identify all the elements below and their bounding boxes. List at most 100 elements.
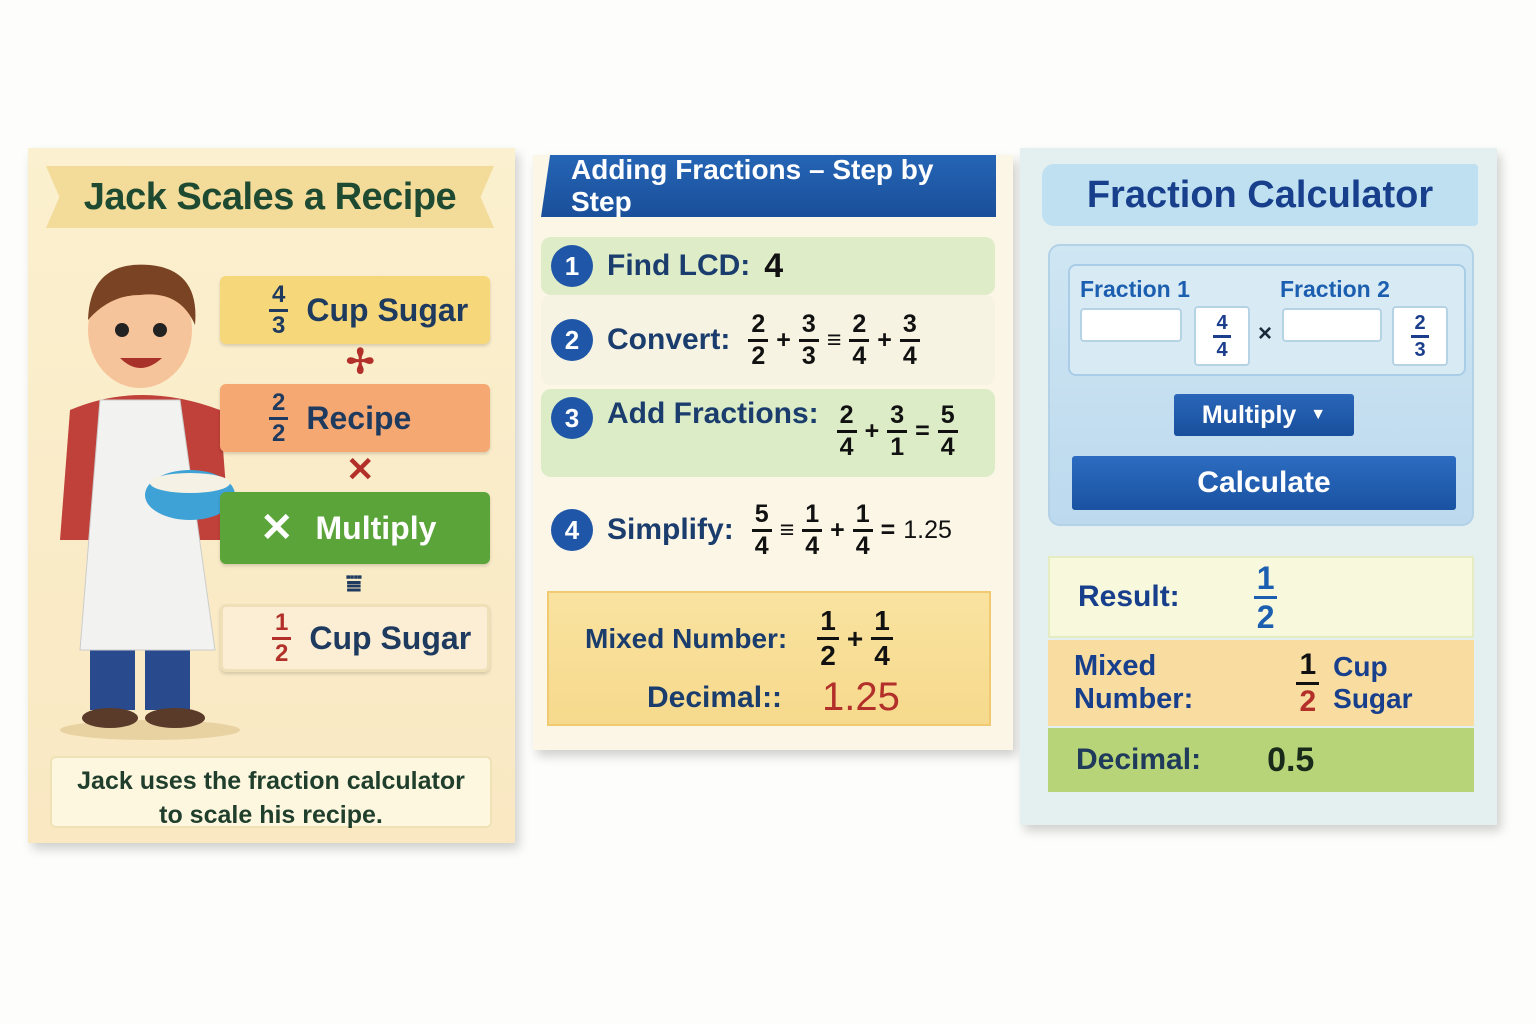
numerator: 2 [269,390,289,420]
numerator: 1 [1253,562,1278,599]
fraction1-label: Fraction 1 [1080,276,1190,302]
numerator: 2 [836,403,857,433]
denominator: 2 [820,640,836,671]
decimal-row: Decimal: 0.5 [1048,728,1474,792]
plus-arrow-icon: ✢ [346,343,375,381]
operator: + [776,325,791,354]
numerator: 1 [871,607,893,640]
denominator: 4 [805,531,820,560]
denominator: 2 [1256,598,1275,635]
operator: + [846,622,864,654]
operator: × [1258,320,1273,347]
operator: = [915,417,930,445]
denominator: 4 [839,433,854,461]
operator: + [830,515,845,544]
numerator: 4 [1213,313,1231,338]
equals-down-arrow-icon: ⩸ [346,568,362,598]
mixed-number-label: Mixed Number: [585,622,788,654]
simplify-result: 1.25 [903,515,952,544]
step-number: 4 [551,509,593,551]
steps-panel: Adding Fractions – Step by Step 1 Find L… [533,155,1013,750]
numerator: 1 [272,610,292,640]
chevron-down-icon: ▼ [1310,406,1327,423]
step-number: 1 [551,245,593,287]
operator: ≡ [826,325,842,354]
caption-line: Jack uses the fraction calculator [77,767,465,795]
step-label: Convert: [607,323,731,356]
calculate-button[interactable]: Calculate [1072,456,1456,510]
denominator: 3 [1414,338,1426,361]
operation-select[interactable]: Multiply ▼ [1174,394,1354,436]
numerator: 5 [751,501,772,532]
numerator: 5 [937,403,958,433]
calculator-panel: Fraction Calculator Fraction 1 Fraction … [1020,148,1497,825]
decimal-value: 0.5 [1267,740,1315,779]
numerator: 2 [748,311,769,342]
denominator: 4 [754,531,769,560]
calculator-title: Fraction Calculator [1042,164,1478,226]
step-label: Cup Sugar [309,619,472,656]
operator: + [864,417,880,445]
step-label: Multiply [315,509,437,546]
numerator: 2 [1411,313,1429,338]
chef-illustration [60,264,240,740]
denominator: 4 [852,341,867,370]
numerator: 3 [798,311,819,342]
multiply-step: ✕ Multiply [220,492,490,564]
denominator: 4 [874,640,890,671]
step-number: 3 [551,397,593,439]
fraction2-input[interactable] [1282,308,1382,342]
fraction2-label: Fraction 2 [1280,276,1390,302]
decimal-label: Decimal: [1076,743,1202,776]
times-icon: ✕ [346,451,375,489]
caption: Jack uses the fraction calculator to sca… [50,756,492,829]
numerator: 1 [802,501,823,532]
result-label: Result: [1078,580,1180,613]
decimal-value: 1.25 [822,675,900,719]
denominator: 4 [902,341,917,370]
operator: = [880,515,896,544]
recipe-title: Jack Scales a Recipe [46,166,494,228]
denominator: 3 [801,341,816,370]
denominator: 3 [272,311,286,339]
decimal-label: Decimal:: [647,680,783,714]
caption-line: to scale his recipe. [159,801,383,829]
denominator: 4 [855,531,870,560]
lcd-value: 4 [764,246,784,285]
operator: ≡ [779,515,795,544]
denominator: 4 [1216,338,1228,361]
fraction1-input[interactable] [1080,308,1182,342]
numerator: 1 [852,501,873,532]
numerator: 3 [887,403,908,433]
mixed-unit: Cup Sugar [1333,651,1413,714]
steps-title: Adding Fractions – Step by Step [541,155,996,217]
step-number: 2 [551,319,593,361]
denominator: 2 [275,639,289,667]
step-label: Cup Sugar [306,291,469,328]
operation-value: Multiply [1201,400,1297,429]
denominator: 2 [1299,684,1317,718]
